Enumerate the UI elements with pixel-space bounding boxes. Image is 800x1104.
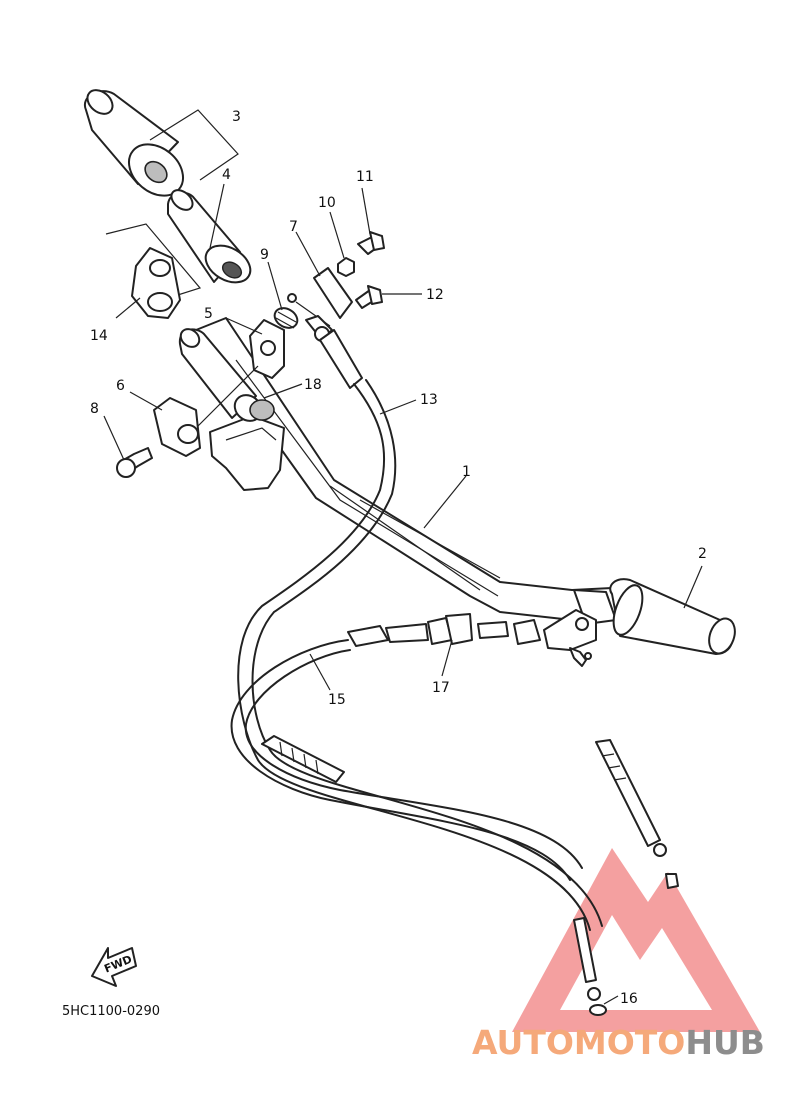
cable-adjuster-7: [287, 267, 353, 342]
housing-half-6: [153, 397, 201, 457]
leader-11: [361, 187, 371, 235]
screw-12: [355, 285, 383, 309]
spring-9: [273, 307, 299, 329]
callout-7: 7: [289, 219, 298, 235]
grip-right: [573, 578, 736, 655]
leader-17: [441, 639, 453, 677]
callout-4: 4: [222, 167, 231, 183]
leader-3: [149, 109, 239, 181]
callout-15: 15: [328, 692, 346, 708]
screw-11: [357, 231, 385, 255]
leader-7: [295, 231, 321, 277]
leader-10: [329, 211, 345, 259]
callout-11: 11: [356, 169, 374, 185]
housing-5: [195, 317, 285, 429]
leader-13: [379, 399, 417, 415]
callout-8: 8: [90, 401, 99, 417]
callout-12: 12: [426, 287, 444, 303]
callout-5: 5: [204, 306, 213, 322]
leader-16: [603, 995, 619, 1005]
watermark-logo: [512, 848, 760, 1032]
callout-9: 9: [260, 247, 269, 263]
leader-8: [103, 415, 125, 461]
callout-10: 10: [318, 195, 336, 211]
leader-2: [683, 565, 703, 609]
callout-17: 17: [432, 680, 450, 696]
cable-ends: [261, 735, 679, 1001]
callout-2: 2: [698, 546, 707, 562]
leader-6: [129, 391, 163, 411]
throttle-sleeve: [178, 328, 275, 422]
callout-6: 6: [116, 378, 125, 394]
callout-18: 18: [304, 377, 322, 393]
washer-16: [589, 1004, 607, 1016]
housing-cap: [105, 223, 202, 319]
leader-9: [267, 261, 283, 311]
fwd-arrow-icon: [91, 947, 137, 987]
throttle-housing: [209, 415, 285, 491]
nut-10: [337, 257, 355, 277]
leader-15: [309, 653, 331, 691]
watermark-part2: HUB: [685, 1023, 765, 1062]
watermark-text: AUTOMOTOHUB: [472, 1023, 765, 1062]
leader-14: [115, 297, 141, 319]
throttle-cable-13: [237, 329, 603, 931]
clutch-cable-15: [230, 613, 583, 881]
grip-left: [83, 89, 184, 197]
leader-4: [209, 183, 225, 249]
leader-18: [263, 383, 303, 399]
callout-16: 16: [620, 991, 638, 1007]
callout-1: 1: [462, 464, 471, 480]
diagram-code: 5HC1100-0290: [62, 1004, 160, 1019]
callout-3: 3: [232, 109, 241, 125]
callout-13: 13: [420, 392, 438, 408]
throttle-tube: [167, 189, 252, 284]
leader-1: [423, 475, 467, 529]
bolt-8: [116, 447, 153, 478]
lever-bracket: [543, 609, 597, 667]
watermark-part1: AUTOMOTO: [472, 1023, 685, 1062]
callout-14: 14: [90, 328, 108, 344]
